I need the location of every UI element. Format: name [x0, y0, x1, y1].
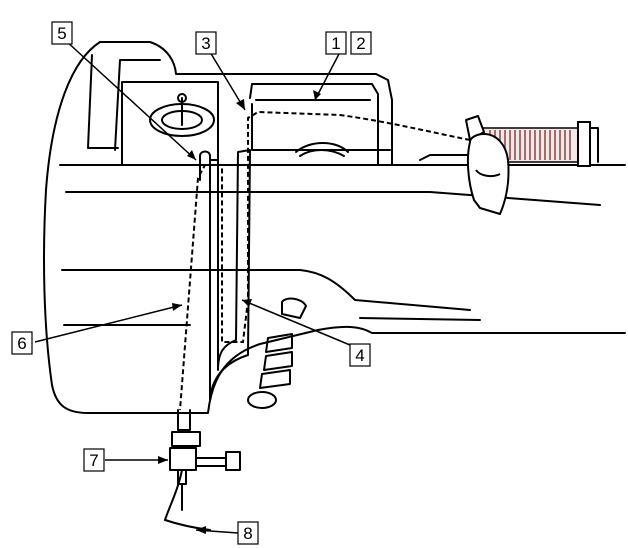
body-seam-1 [66, 192, 600, 205]
leader-line-1-2 [315, 52, 340, 100]
callout-3: 3 [196, 32, 216, 54]
callout-4-label: 4 [355, 346, 364, 365]
arrow-4 [242, 299, 252, 307]
body-seam-4 [360, 318, 480, 320]
thread-guide-plate [250, 84, 378, 165]
body-seam-2 [62, 270, 470, 310]
callout-6-label: 6 [17, 334, 26, 353]
callout-8-label: 8 [243, 524, 252, 543]
callout-7-label: 7 [89, 451, 98, 470]
arrow-7 [158, 456, 168, 464]
left-housing-edge [88, 55, 118, 148]
arrow-3 [236, 99, 245, 110]
leader-line-5 [65, 40, 196, 160]
callout-1-label: 1 [331, 34, 340, 53]
callout-5-label: 5 [57, 24, 66, 43]
callout-6: 6 [12, 332, 32, 354]
callout-4: 4 [350, 344, 370, 366]
needle-icon [170, 410, 240, 510]
callout-8: 8 [238, 522, 258, 544]
leader-line-6 [35, 305, 182, 342]
leader-line-4 [242, 300, 350, 345]
arrow-5 [187, 150, 196, 160]
callout-5: 5 [52, 22, 72, 44]
machine-body-outline [44, 42, 625, 413]
callout-2-label: 2 [356, 34, 365, 53]
callout-7: 7 [84, 449, 104, 471]
bobbin-winder-icon [150, 94, 214, 136]
thread-tail [165, 470, 210, 530]
callout-3-label: 3 [201, 34, 210, 53]
callout-2: 2 [351, 32, 371, 54]
callout-1: 1 [326, 32, 346, 54]
arrow-6 [172, 303, 182, 311]
take-up-channel [210, 150, 250, 400]
